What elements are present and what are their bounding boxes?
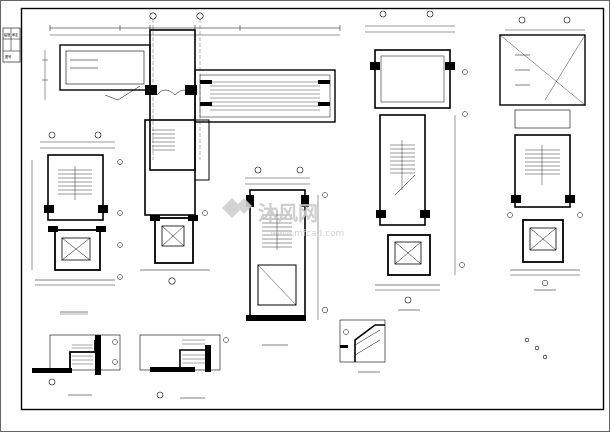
title-block-cell-2: 审定 (12, 32, 19, 37)
title-block-cell-3: 图号 (5, 54, 11, 59)
roof-plan-left (42, 12, 341, 285)
sheet-inner-frame (20, 7, 605, 411)
watermark-brand: 沐风网 (258, 201, 318, 225)
stair-section-small-1 (32, 334, 121, 396)
title-block: 建施 审定 图号 (2, 27, 21, 63)
stair-plan-left (31, 131, 123, 315)
watermark-url: www.mfcad.com (270, 229, 344, 239)
watermark-logo-icon (222, 198, 252, 218)
stair-plan-center (245, 166, 329, 346)
stair-section-small-2 (139, 334, 229, 399)
stair-plan-right (365, 10, 468, 311)
watermark: 沐风网 www.mfcad.com (222, 198, 344, 239)
stair-plan-far-right (499, 16, 586, 360)
title-block-cell-1: 建施 (4, 32, 11, 37)
stair-section-center (339, 319, 386, 373)
